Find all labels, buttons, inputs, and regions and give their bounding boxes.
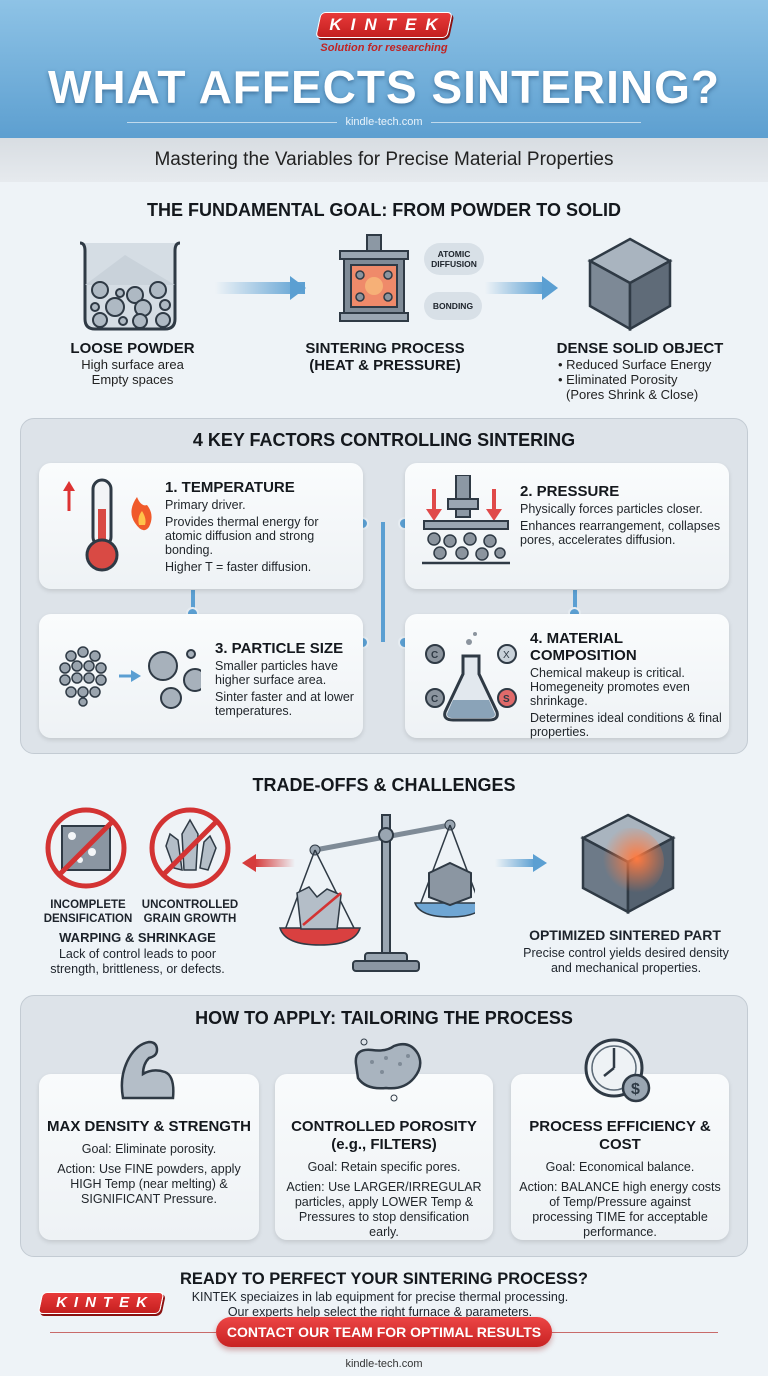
tagline: Solution for researching [320,42,448,54]
apply-card-max-density: MAX DENSITY & STRENGTH Goal: Eliminate p… [39,1074,259,1240]
warping-title: WARPING & SHRINKAGE [59,930,216,945]
powder-beaker-icon [79,241,181,331]
arrow-right-icon [485,282,545,294]
page-title: WHAT AFFECTS SINTERING? [47,61,721,113]
header-banner: KINTEK Solution for researching WHAT AFF… [0,0,768,138]
no-incomplete-densification-icon [45,807,127,889]
cta-divider [552,1332,718,1333]
factor-card-pressure: 2. PRESSURE Physically forces particles … [405,463,729,589]
atomic-diffusion-bubble: ATOMIC DIFFUSION [424,243,484,275]
apply-card-process-efficiency: PROCESS EFFICIENCY & COST Goal: Economic… [511,1074,729,1240]
arrow-right-icon [495,859,535,867]
sponge-icon [354,1038,422,1102]
arrow-head-icon [542,276,558,300]
footer-kintek-logo[interactable]: KINTEK [37,1292,165,1314]
arrow-head-icon [533,854,547,872]
svg-text:C: C [431,650,438,661]
factor-card-temperature: 1. TEMPERATURE Primary driver. Provides … [39,463,363,589]
kintek-logo: KINTEK [315,12,453,38]
optimized-part-cube-icon [580,813,676,915]
connector-line [191,590,195,620]
arrow-head-icon [242,854,256,872]
stage-loose-powder: LOOSE POWDER High surface area Empty spa… [70,340,195,387]
factors-title: 4 KEY FACTORS CONTROLLING SINTERING [192,430,576,450]
site-url: kindle-tech.com [0,116,768,128]
balance-scale-icon [278,814,475,972]
incomplete-densification-label: INCOMPLETE DENSIFICATION [43,899,133,925]
connector-line [381,522,385,642]
contact-team-button[interactable]: CONTACT OUR TEAM FOR OPTIMAL RESULTS [216,1317,552,1347]
footer-site-link[interactable]: kindle-tech.com [345,1358,423,1370]
bonding-bubble: BONDING [424,292,482,320]
arrow-right-icon [215,282,305,294]
thermometer-icon [63,478,152,572]
muscle-arm-icon [120,1040,175,1100]
solid-cube-icon [587,237,673,332]
clock-cost-icon: $ [584,1038,651,1103]
grain-growth-label: UNCONTROLLED GRAIN GROWTH [141,899,239,925]
subtitle: Mastering the Variables for Precise Mate… [0,138,768,182]
footer-question: READY TO PERFECT YOUR SINTERING PROCESS? [180,1270,588,1288]
arrow-left-icon [255,859,295,867]
footer-text: KINTEK speciaizes in lab equipment for p… [191,1290,569,1319]
svg-text:$: $ [631,1081,640,1098]
no-grain-growth-icon [149,807,231,889]
factor-card-particle-size: 3. PARTICLE SIZE Smaller particles have … [39,614,363,738]
svg-text:S: S [503,694,510,705]
stage-sintering-process: SINTERING PROCESS (HEAT & PRESSURE) [305,340,465,374]
svg-text:C: C [431,694,438,705]
optimized-part-title: OPTIMIZED SINTERED PART [529,927,721,943]
press-icon [422,475,510,565]
particle-size-icon [59,646,201,709]
factor-card-material-composition: C C X S 4. MATERIAL COMPOSITION Chemical… [405,614,729,739]
svg-text:X: X [503,650,510,661]
stage-dense-solid: DENSE SOLID OBJECT • Reduced Surface Ene… [556,340,724,402]
arrow-head-icon [290,276,306,300]
warping-desc: Lack of control leads to poor strength, … [50,947,225,976]
apply-card-controlled-porosity: CONTROLLED POROSITY (e.g., FILTERS) Goal… [275,1074,493,1240]
tradeoffs-title: TRADE-OFFS & CHALLENGES [252,775,516,795]
flask-icon: C C X S [425,632,517,722]
fundamental-title: THE FUNDAMENTAL GOAL: FROM POWDER TO SOL… [147,200,621,220]
cta-divider [50,1332,216,1333]
apply-title: HOW TO APPLY: TAILORING THE PROCESS [195,1008,573,1028]
connector-line [573,590,577,620]
optimized-part-desc: Precise control yields desired density a… [523,946,729,975]
sintering-press-icon [339,234,409,322]
